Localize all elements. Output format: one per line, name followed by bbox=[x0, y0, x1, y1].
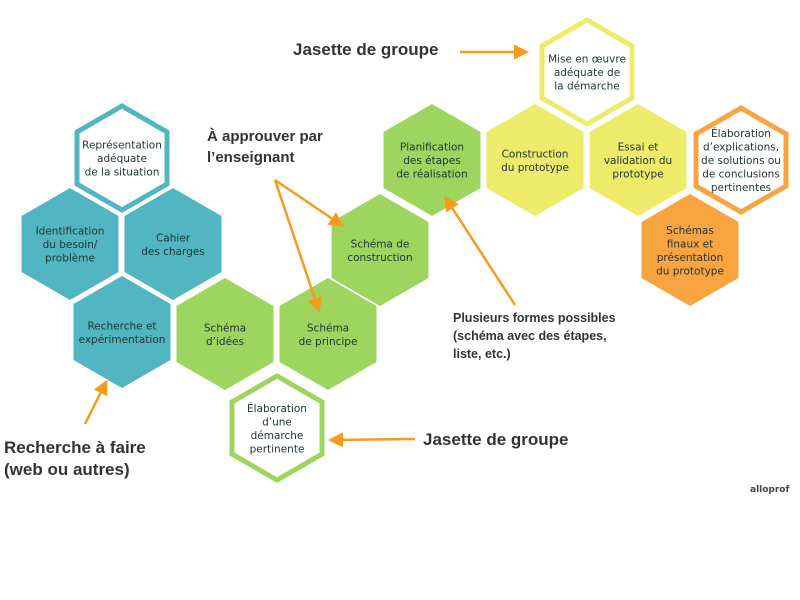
arrow-approuver-construction bbox=[274, 178, 345, 227]
hexagon-label-line: de conclusions bbox=[702, 169, 780, 181]
hexagon-label: Recherche et expérimentation bbox=[79, 320, 166, 346]
hexagon-label: Schéma de construction bbox=[347, 238, 412, 263]
arrow-jasette-bottom bbox=[328, 432, 416, 448]
hexagon-label-line: de réalisation bbox=[396, 169, 467, 181]
hexagon-recherche: Recherche et expérimentation bbox=[73, 276, 171, 388]
hexagon-shape bbox=[229, 373, 325, 483]
hexagon-label-line: validation du bbox=[604, 155, 672, 167]
hexagon-label-line: problème bbox=[45, 253, 95, 265]
hexagon-construction: Construction du prototype bbox=[486, 104, 584, 216]
hexagon-label-line: Schémas bbox=[666, 225, 714, 237]
hexagon-shape bbox=[124, 188, 222, 300]
hexagon-label-line: adéquate de bbox=[554, 67, 620, 79]
hexagon-shape bbox=[21, 188, 119, 300]
hexagon-shape bbox=[176, 278, 274, 390]
hexagon-label-line: du prototype bbox=[501, 162, 569, 174]
jasette-top-label: Jasette de groupe bbox=[293, 40, 439, 59]
hexagon-label-line: du besoin/ bbox=[43, 239, 98, 251]
arrow-approuver-principe bbox=[273, 179, 322, 313]
hexagon-label-line: de solutions ou bbox=[701, 155, 781, 167]
hexagon-cahier: Cahier des charges bbox=[124, 188, 222, 300]
hexagon-shape bbox=[539, 17, 635, 127]
hexagon-label-line: du prototype bbox=[656, 265, 724, 277]
hexagon-label: Élaboration d’explications,de solutions o… bbox=[701, 127, 781, 194]
hexagon-shape bbox=[383, 104, 481, 216]
alloprof-logo: alloprof bbox=[750, 485, 789, 495]
hexagon-shape bbox=[331, 194, 429, 306]
hexagon-label-line: Schéma de bbox=[351, 238, 410, 250]
hexagon-label-line: Représentation bbox=[82, 140, 162, 152]
hexagon-label-line: démarche bbox=[251, 430, 304, 442]
arrow-plusieurs-formes bbox=[444, 195, 517, 306]
hexagon-shape bbox=[693, 105, 789, 215]
jasette-bottom-label: Jasette de groupe bbox=[423, 430, 569, 449]
hexagon-label: Cahier des charges bbox=[141, 232, 205, 257]
hexagon-label-line: Élaboration bbox=[711, 127, 771, 140]
annotation-arrows bbox=[83, 44, 529, 448]
hexagon-label-line: de la situation bbox=[85, 167, 160, 179]
hexagon-schema-principe: Schéma de principe bbox=[279, 278, 377, 390]
arrow-recherche bbox=[83, 379, 108, 425]
hexagon-label-line: Cahier bbox=[156, 232, 191, 244]
hexagon-label-line: présentation bbox=[657, 252, 723, 264]
hexagon-label: Schéma de principe bbox=[299, 322, 358, 348]
hexagon-label-line: Schéma bbox=[307, 322, 349, 334]
hexagon-label-line: expérimentation bbox=[79, 334, 166, 346]
hexagon-label-line: Construction bbox=[502, 148, 569, 160]
hexagon-label-line: d’une bbox=[262, 416, 292, 428]
hexagon-label-line: construction bbox=[347, 252, 412, 264]
hexagon-label-line: adéquate bbox=[97, 153, 147, 165]
hexagon-label-line: la démarche bbox=[554, 81, 619, 93]
hexagon-label-line: Identification bbox=[36, 226, 105, 238]
hexagon-label-line: des étapes bbox=[403, 155, 461, 167]
recherche-label: Recherche à faire (web ou autres) bbox=[4, 438, 150, 479]
hexagon-label-line: Schéma bbox=[204, 322, 246, 334]
hexagon-shape bbox=[589, 104, 687, 216]
hexagon-label-line: Élaboration bbox=[247, 402, 307, 415]
plusieurs-formes-label: Plusieurs formes possibles (schéma avec … bbox=[453, 311, 619, 361]
hexagon-label-line: Mise en œuvre bbox=[548, 54, 626, 66]
hexagon-label-line: d’idées bbox=[206, 336, 244, 348]
hexagon-label-line: Recherche et bbox=[87, 320, 156, 332]
hexagon-label-line: Essai et bbox=[618, 142, 659, 154]
hexagon-shape bbox=[486, 104, 584, 216]
hexagon-shape bbox=[279, 278, 377, 390]
hexagon-label-line: finaux et bbox=[667, 238, 714, 250]
hexagon-schema-idees: Schéma d’idées bbox=[176, 278, 274, 390]
hexagon-label-line: Planification bbox=[400, 142, 464, 154]
hexagon-label-line: des charges bbox=[141, 246, 205, 258]
hexagon-label: Construction du prototype bbox=[501, 148, 569, 174]
hexagon-label-line: d’explications, bbox=[703, 142, 779, 154]
hexagon-shape bbox=[641, 194, 739, 306]
hexagon-label-line: prototype bbox=[612, 169, 663, 181]
hexagon-label-line: de principe bbox=[299, 336, 358, 348]
hexagon-shape bbox=[74, 103, 170, 213]
approuver-label: À approuver par l’enseignant bbox=[207, 128, 327, 166]
hexagon-label-line: pertinente bbox=[250, 443, 305, 455]
hexagon-shape bbox=[73, 276, 171, 388]
hexagon-label: Schéma d’idées bbox=[204, 322, 246, 348]
hexagon-schema-construction: Schéma de construction bbox=[331, 194, 429, 306]
hexagon-elaboration-explications: Élaboration d’explications,de solutions o… bbox=[693, 105, 789, 215]
hexagon-label-line: pertinentes bbox=[711, 182, 771, 194]
